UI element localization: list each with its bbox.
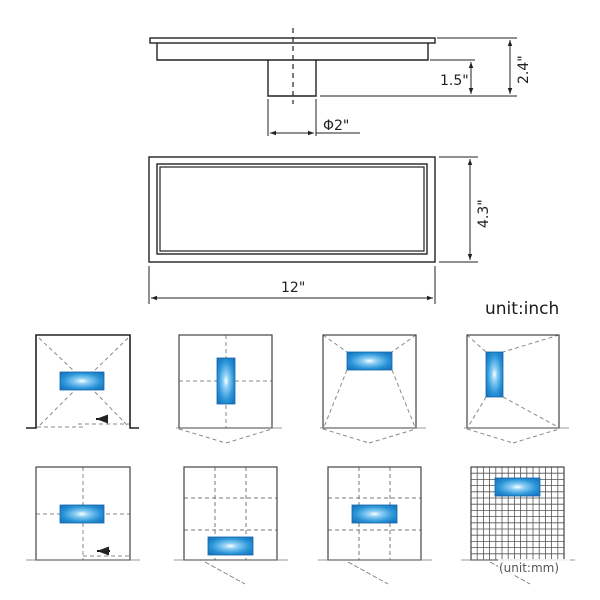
install-example-7 <box>318 466 432 585</box>
install-example-3 <box>320 334 426 444</box>
top-view <box>148 156 478 304</box>
total-height-label: 2.4" <box>516 55 532 84</box>
drain-icon <box>207 536 254 556</box>
install-example-6 <box>174 466 288 585</box>
pipe-height-label: 1.5" <box>440 73 469 89</box>
drain-icon <box>351 504 398 524</box>
outlet-pipe <box>267 60 317 97</box>
install-example-1 <box>26 334 139 429</box>
grate-panel <box>159 166 425 252</box>
unit-label: unit:inch <box>485 299 559 319</box>
side-view <box>149 28 517 136</box>
install-example-5 <box>26 466 140 561</box>
install-example-4 <box>464 334 569 444</box>
install-example-2 <box>176 334 282 444</box>
drain-icon <box>346 351 393 371</box>
drain-icon <box>59 371 105 391</box>
drain-icon <box>216 357 236 405</box>
drain-icon <box>494 477 541 497</box>
pipe-diameter-label: Φ2" <box>323 118 349 134</box>
drain-icon <box>59 504 105 524</box>
outer-frame <box>148 156 436 263</box>
depth-label: 4.3" <box>476 199 492 228</box>
drain-icon <box>485 351 504 398</box>
installation-unit-note: (unit:mm) <box>499 561 559 575</box>
width-label: 12" <box>281 280 305 296</box>
inner-frame <box>156 163 428 255</box>
